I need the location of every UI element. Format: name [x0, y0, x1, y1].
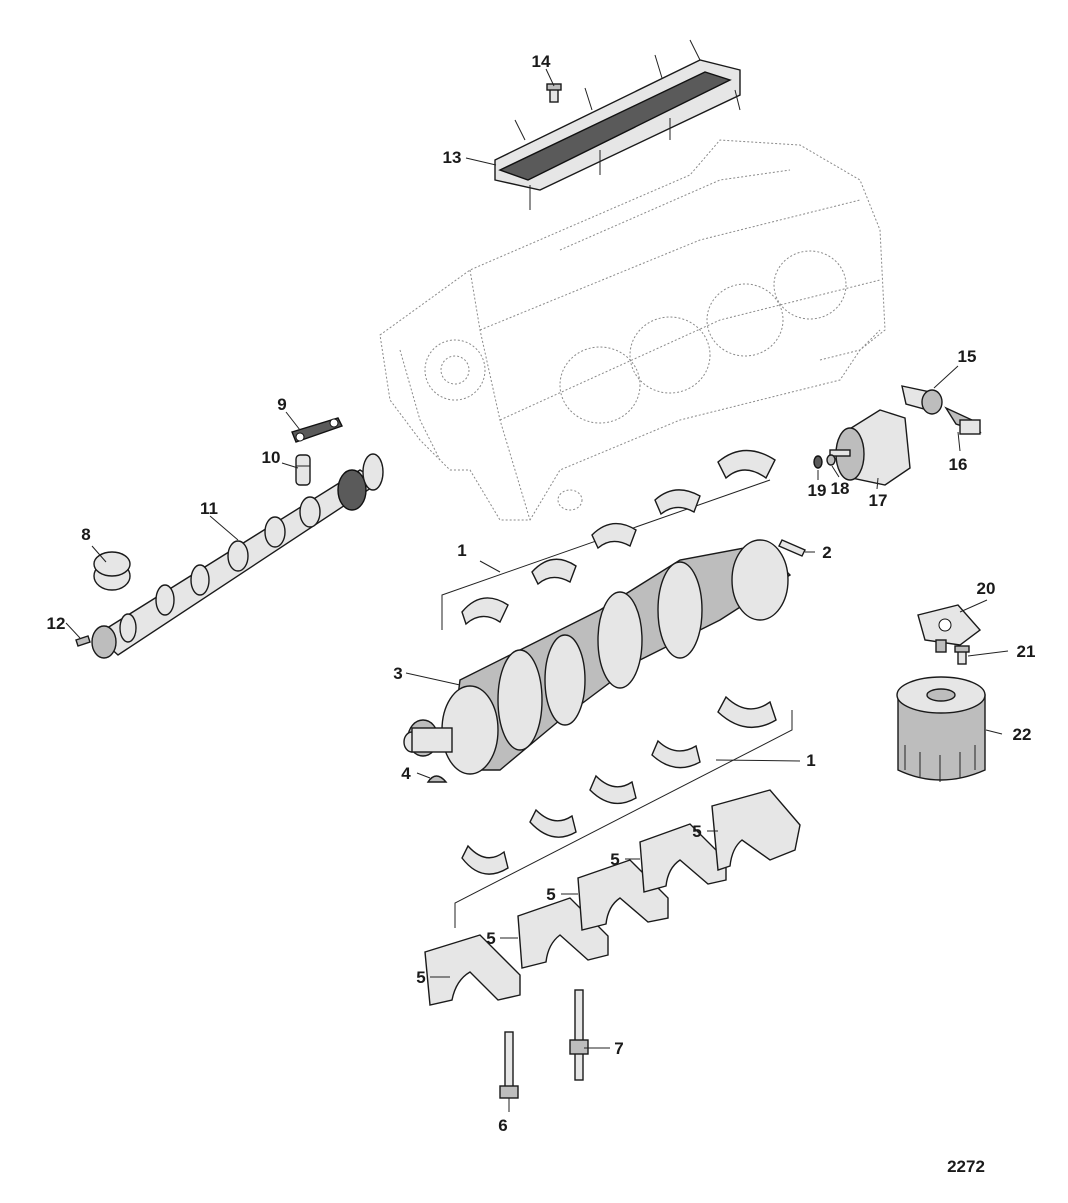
lifter-guide-tray: [494, 39, 741, 210]
callout-22: 22: [1013, 725, 1032, 744]
washer-part-18: [826, 454, 836, 466]
main-bearing-caps-part-5: [424, 789, 801, 1006]
bolt-part-21: [954, 645, 970, 665]
valve-lifter-part-10: [295, 454, 311, 486]
filter-adapter-part-20: [917, 604, 982, 653]
cap-bolt-part-6: [499, 1031, 519, 1099]
callout-5-a: 5: [692, 822, 701, 841]
dowel-pin-part-12: [75, 635, 91, 647]
callout-19: 19: [808, 481, 827, 500]
lifter-guide-part-9: [291, 417, 343, 443]
fitting-part-16: [944, 406, 982, 435]
callout-1-upper: 1: [457, 541, 466, 560]
callout-20: 20: [977, 579, 996, 598]
callout-labels: 1 1 2 3 4 5 5 5 5 5 6 7 8 9 10 11 12 13 …: [47, 52, 1036, 1135]
callout-14: 14: [532, 52, 551, 71]
cap-stud-part-7: [569, 989, 589, 1081]
callout-5-c: 5: [546, 885, 555, 904]
main-bearings-lower-part-1: [454, 695, 793, 928]
oil-filter-part-22: [896, 676, 986, 782]
callout-15: 15: [958, 347, 977, 366]
callout-13: 13: [443, 148, 462, 167]
callout-9: 9: [277, 395, 286, 414]
figure-number: 2272: [947, 1157, 985, 1176]
dowel-part-2: [778, 539, 806, 557]
crankshaft-part-3: [403, 539, 792, 775]
callout-3: 3: [393, 664, 402, 683]
engine-block-phantom: [379, 139, 886, 521]
callout-12: 12: [47, 614, 66, 633]
callout-11: 11: [200, 499, 218, 518]
callout-5-d: 5: [486, 929, 495, 948]
bolt-part-14: [546, 83, 562, 103]
main-bearings-upper-part-1: [441, 449, 776, 630]
callout-21: 21: [1017, 642, 1036, 661]
callout-6: 6: [498, 1116, 507, 1135]
camshaft-part-11: [91, 453, 384, 659]
callout-8: 8: [81, 525, 90, 544]
woodruff-key-part-4: [426, 775, 448, 783]
callout-4: 4: [401, 764, 411, 783]
leader-lines: [65, 68, 1009, 1112]
callout-17: 17: [869, 491, 888, 510]
fitting-part-15: [901, 385, 943, 415]
callout-16: 16: [949, 455, 968, 474]
callout-5-b: 5: [610, 850, 619, 869]
sender-part-17: [829, 409, 911, 486]
callout-10: 10: [262, 448, 281, 467]
callout-1-lower: 1: [806, 751, 815, 770]
callout-7: 7: [614, 1039, 623, 1058]
callout-5-e: 5: [416, 968, 425, 987]
cam-bearing-part-8: [93, 551, 131, 591]
callout-2: 2: [822, 543, 831, 562]
washer-part-19: [813, 455, 823, 469]
callout-18: 18: [831, 479, 850, 498]
